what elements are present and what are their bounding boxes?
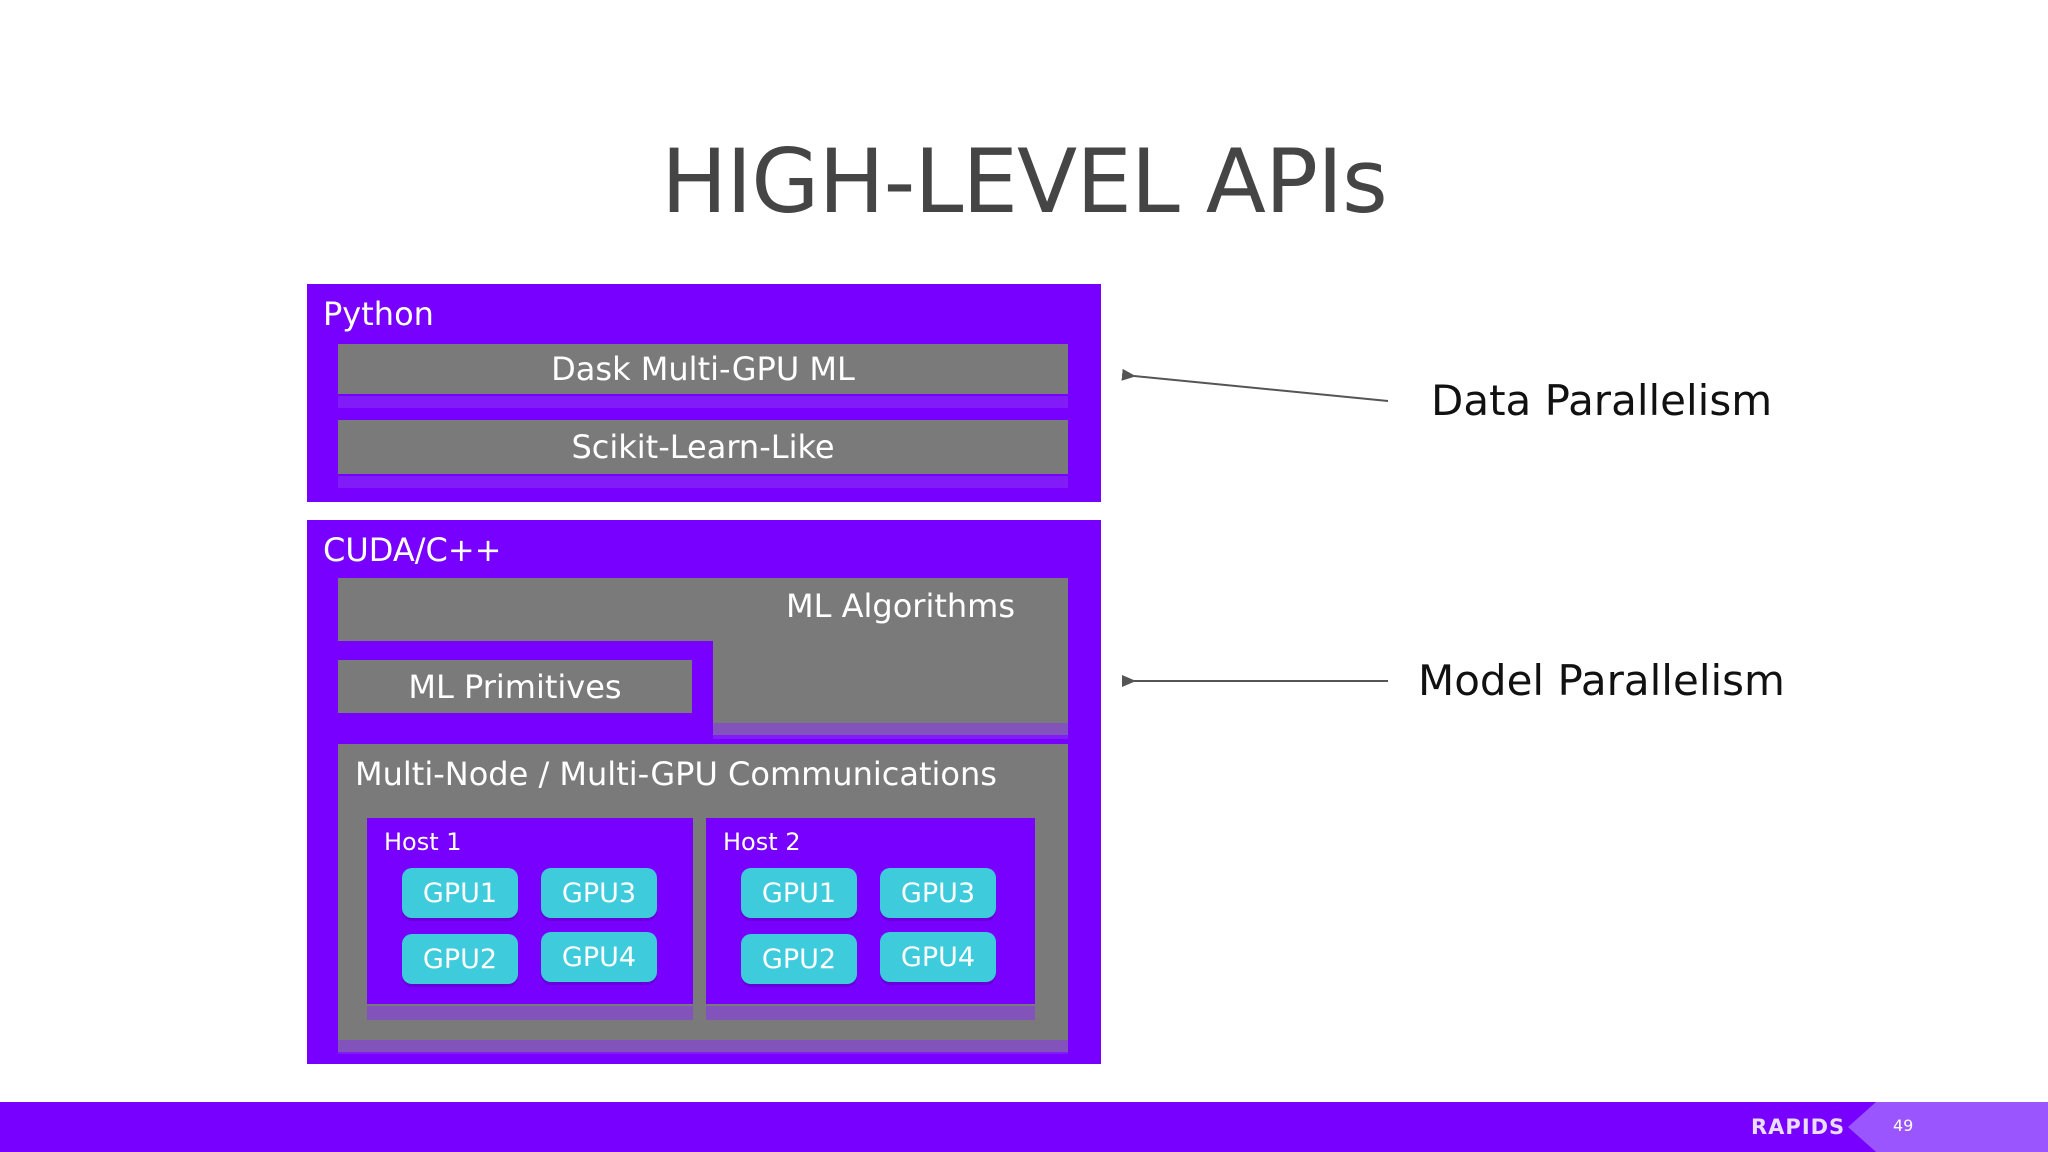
rapids-logo: RAPIDS <box>1751 1115 1846 1139</box>
comms-layer: Multi-Node / Multi-GPU Communications Ho… <box>338 744 1068 1052</box>
host-1-box: Host 1 GPU1 GPU3 GPU2 GPU4 <box>367 818 693 1004</box>
footer-bar <box>0 1102 2048 1152</box>
comms-label: Multi-Node / Multi-GPU Communications <box>355 755 997 793</box>
host-1-gpu3: GPU3 <box>541 868 657 918</box>
host-1-shadow <box>367 1006 693 1020</box>
host-1-gpu1: GPU1 <box>402 868 518 918</box>
comms-shadow <box>338 1040 1068 1054</box>
layer-shadow <box>338 476 1068 488</box>
host-2-gpu4: GPU4 <box>880 932 996 982</box>
cuda-panel: CUDA/C++ ML Algorithms ML Primitives Mul… <box>307 520 1101 1064</box>
host-2-gpu1: GPU1 <box>741 868 857 918</box>
data-parallelism-arrow <box>1121 368 1389 402</box>
host-2-gpu3: GPU3 <box>880 868 996 918</box>
layer-shadow <box>713 723 1068 739</box>
host-2-label: Host 2 <box>723 828 801 856</box>
model-parallelism-label: Model Parallelism <box>1418 656 1785 705</box>
data-parallelism-label: Data Parallelism <box>1431 376 1773 425</box>
layer-shadow <box>338 396 1068 408</box>
host-2-box: Host 2 GPU1 GPU3 GPU2 GPU4 <box>706 818 1035 1004</box>
ml-algorithms-layer <box>338 578 1068 641</box>
python-panel: Python Dask Multi-GPU ML Scikit-Learn-Li… <box>307 284 1101 502</box>
cuda-panel-label: CUDA/C++ <box>323 531 502 569</box>
python-panel-label: Python <box>323 295 434 333</box>
host-1-gpu2: GPU2 <box>402 934 518 984</box>
host-1-label: Host 1 <box>384 828 462 856</box>
dask-multi-gpu-ml-layer: Dask Multi-GPU ML <box>338 344 1068 394</box>
page-number: 49 <box>1893 1116 1914 1135</box>
host-2-gpu2: GPU2 <box>741 934 857 984</box>
page-number-tab <box>1848 1102 2048 1152</box>
host-2-shadow <box>706 1006 1035 1020</box>
host-1-gpu4: GPU4 <box>541 932 657 982</box>
ml-algorithms-layer-lower <box>713 641 1068 735</box>
ml-primitives-layer: ML Primitives <box>338 660 692 713</box>
slide-title: HIGH-LEVEL APIs <box>661 130 1388 233</box>
scikit-learn-like-layer: Scikit-Learn-Like <box>338 420 1068 474</box>
ml-algorithms-label: ML Algorithms <box>786 587 1015 625</box>
